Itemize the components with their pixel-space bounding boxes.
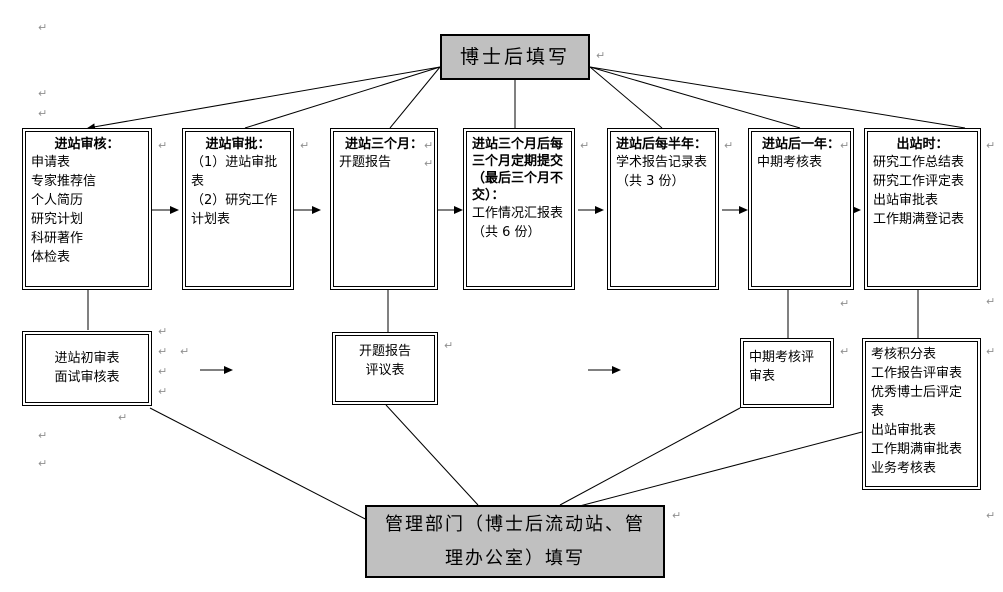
stage-6-item: 中期考核表	[757, 155, 823, 170]
stage-5-heading: 进站后每半年：	[616, 137, 708, 152]
stage-2-item: （2）研究工作计划表	[191, 193, 278, 227]
admin-3-item: 中期考核评	[749, 350, 815, 365]
stage-1-item: 申请表	[31, 155, 71, 170]
admin-3-item: 审表	[749, 369, 776, 384]
paragraph-mark: ↵	[38, 107, 48, 120]
stage-1-item: 体检表	[31, 250, 71, 265]
admin-4-item: 工作期满审批表	[871, 442, 963, 457]
paragraph-mark: ↵	[38, 87, 48, 100]
stage-box-1[interactable]: 进站审核： 申请表 专家推荐信 个人简历 研究计划 科研著作 体检表	[22, 128, 152, 290]
paragraph-mark: ↵	[444, 339, 454, 352]
paragraph-mark: ↵	[158, 365, 168, 378]
paragraph-mark: ↵	[180, 345, 190, 358]
admin-box-3[interactable]: 中期考核评 审表	[740, 338, 834, 408]
stage-box-3[interactable]: 进站三个月： 开题报告	[330, 128, 438, 290]
paragraph-mark: ↵	[596, 49, 606, 62]
stage-4-heading: 进站三个月后每三个月定期提交（最后三个月不交）：	[472, 137, 564, 203]
paragraph-mark: ↵	[840, 297, 850, 310]
admin-4-item: 考核积分表	[871, 347, 937, 362]
stage-1-item: 专家推荐信	[31, 174, 97, 189]
stage-7-item: 研究工作总结表	[873, 155, 965, 170]
admin-2-item: 评议表	[365, 363, 405, 378]
stage-box-7[interactable]: 出站时： 研究工作总结表 研究工作评定表 出站审批表 工作期满登记表	[864, 128, 981, 290]
paragraph-mark: ↵	[986, 139, 996, 152]
paragraph-mark: ↵	[38, 457, 48, 470]
stage-box-4[interactable]: 进站三个月后每三个月定期提交（最后三个月不交）： 工作情况汇报表（共 6 份）	[463, 128, 575, 290]
paragraph-mark: ↵	[580, 139, 590, 152]
stage-7-item: 研究工作评定表	[873, 174, 965, 189]
admin-4-item: 优秀博士后评定表	[871, 385, 963, 419]
paragraph-mark: ↵	[840, 139, 850, 152]
admin-1-item: 面试审核表	[54, 370, 120, 385]
stage-1-item: 研究计划	[31, 212, 84, 227]
stage-1-item: 科研著作	[31, 231, 84, 246]
stage-1-item: 个人简历	[31, 193, 84, 208]
paragraph-mark: ↵	[424, 157, 434, 170]
paragraph-mark: ↵	[158, 139, 168, 152]
admin-1-item: 进站初审表	[54, 351, 120, 366]
stage-7-item: 出站审批表	[873, 193, 939, 208]
stage-4-item: 工作情况汇报表（共 6 份）	[472, 206, 564, 240]
stage-box-5[interactable]: 进站后每半年： 学术报告记录表（共 3 份）	[607, 128, 719, 290]
paragraph-mark: ↵	[986, 345, 996, 358]
paragraph-mark: ↵	[38, 21, 48, 34]
stage-2-item: （1）进站审批表	[191, 155, 278, 189]
paragraph-mark: ↵	[986, 295, 996, 308]
bottom-banner: 管理部门（博士后流动站、管理办公室）填写	[365, 505, 665, 578]
paragraph-mark: ↵	[158, 325, 168, 338]
admin-box-1[interactable]: 进站初审表 面试审核表	[22, 331, 152, 406]
stage-3-item: 开题报告	[339, 155, 392, 170]
paragraph-mark: ↵	[672, 509, 682, 522]
admin-4-item: 工作报告评审表	[871, 366, 963, 381]
admin-2-item: 开题报告	[358, 344, 411, 359]
paragraph-mark: ↵	[118, 411, 128, 424]
paragraph-mark: ↵	[38, 429, 48, 442]
paragraph-mark: ↵	[986, 509, 996, 522]
admin-4-item: 业务考核表	[871, 461, 937, 476]
admin-4-item: 出站审批表	[871, 423, 937, 438]
stage-2-heading: 进站审批：	[205, 137, 271, 152]
stage-3-heading: 进站三个月：	[344, 137, 423, 152]
paragraph-mark: ↵	[300, 139, 310, 152]
paragraph-mark: ↵	[158, 345, 168, 358]
bottom-banner-label: 管理部门（博士后流动站、管理办公室）填写	[385, 513, 645, 569]
stage-1-heading: 进站审核：	[54, 137, 120, 152]
stage-box-6[interactable]: 进站后一年： 中期考核表	[748, 128, 854, 290]
admin-box-4[interactable]: 考核积分表 工作报告评审表 优秀博士后评定表 出站审批表 工作期满审批表 业务考…	[862, 338, 981, 490]
top-banner: 博士后填写	[440, 34, 590, 80]
stage-box-2[interactable]: 进站审批： （1）进站审批表 （2）研究工作计划表	[182, 128, 294, 290]
stage-5-item: 学术报告记录表（共 3 份）	[616, 155, 708, 189]
paragraph-mark: ↵	[840, 345, 850, 358]
paragraph-mark: ↵	[724, 139, 734, 152]
admin-box-2[interactable]: 开题报告 评议表	[332, 332, 438, 405]
stage-7-item: 工作期满登记表	[873, 212, 965, 227]
paragraph-mark: ↵	[424, 139, 434, 152]
paragraph-mark: ↵	[158, 385, 168, 398]
stage-6-heading: 进站后一年：	[761, 137, 840, 152]
stage-7-heading: 出站时：	[896, 137, 949, 152]
top-banner-label: 博士后填写	[459, 46, 570, 68]
